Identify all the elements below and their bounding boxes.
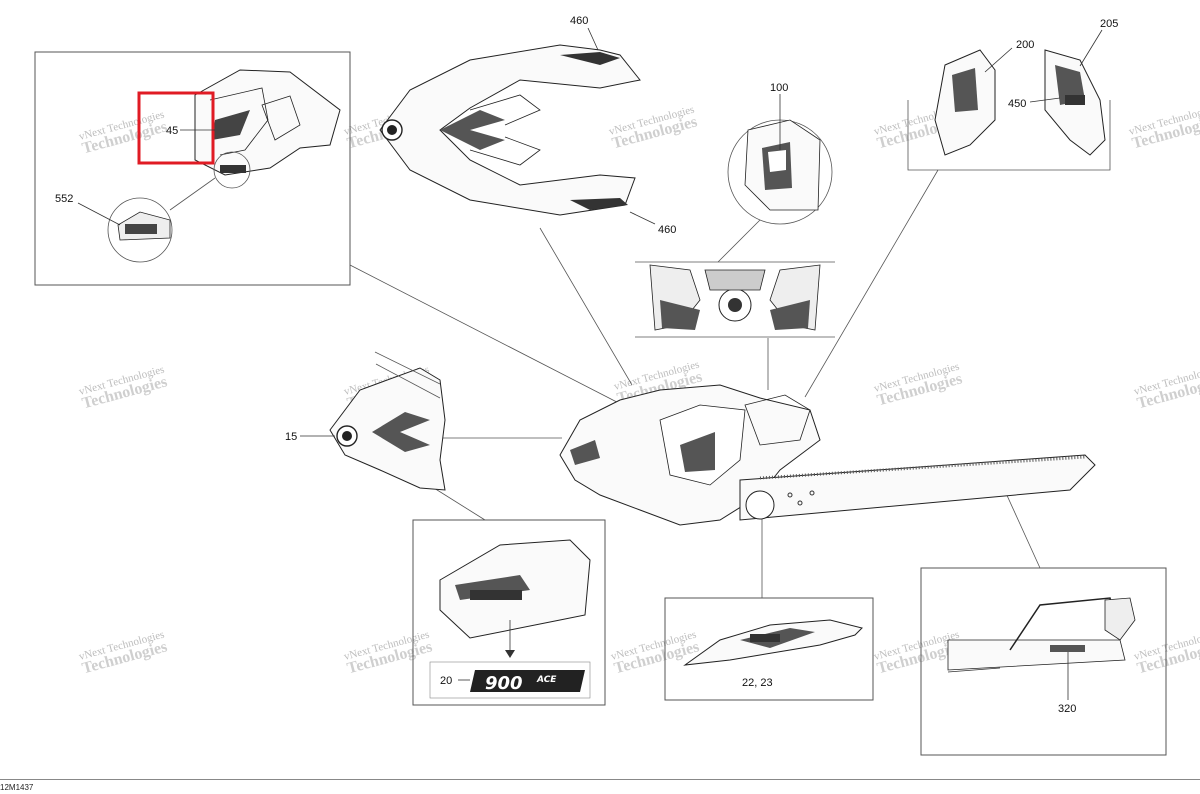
bottom-rule	[0, 779, 1200, 780]
callout-205: 205	[1100, 18, 1118, 30]
callout-22-23: 22, 23	[742, 677, 773, 689]
badge-sub-text: ACE	[536, 675, 557, 685]
detail-box-hood-side: 552 45	[34, 51, 351, 286]
callout-200: 200	[1016, 39, 1034, 51]
watermark: vNext Technologies Technologies	[78, 364, 169, 413]
callout-320: 320	[1058, 703, 1076, 715]
callout-552: 552	[55, 193, 73, 205]
callout-100: 100	[770, 82, 788, 94]
watermark: vNext Technologies Technologies	[608, 104, 699, 153]
callout-45: 45	[166, 125, 178, 137]
badge-900-ace: 900 ACE	[470, 670, 585, 694]
watermark: vNext Technologies Technologies	[78, 629, 169, 678]
detail-box-320: 320	[920, 567, 1167, 756]
badge-main-text: 900	[485, 673, 523, 694]
watermark: vNext Technologies Technologies	[610, 629, 701, 678]
hood-front-view: 15	[285, 351, 446, 491]
console-detail	[635, 261, 835, 338]
watermark: vNext Technologies Technologies	[343, 629, 434, 678]
detail-box-22-23: 22, 23	[664, 597, 874, 701]
callout-460-bottom: 460	[658, 224, 676, 236]
callout-20: 20	[440, 675, 452, 687]
diagram-code: 12M1437	[0, 783, 34, 792]
watermark: vNext Technologies Technologies	[78, 109, 169, 158]
callout-450: 450	[1008, 98, 1026, 110]
hood-top-view: 460 460	[379, 15, 676, 236]
snowmobile-main-body	[559, 384, 1096, 526]
detail-side-panels: 200 205 450	[907, 18, 1118, 171]
detail-circle-100: 100	[727, 82, 833, 225]
callout-15: 15	[285, 431, 297, 443]
watermark: vNext Technologies Technologies	[873, 361, 964, 410]
detail-box-900-ace: 20 900 ACE	[412, 519, 606, 706]
watermark: vNext Technologies Technologies	[1128, 104, 1200, 153]
highlight-box[interactable]	[137, 91, 215, 165]
callout-460-top: 460	[570, 15, 588, 27]
watermark: vNext Technologies Technologies	[1133, 364, 1200, 413]
watermarks: vNext Technologies Technologies vNext Te…	[78, 104, 1200, 678]
